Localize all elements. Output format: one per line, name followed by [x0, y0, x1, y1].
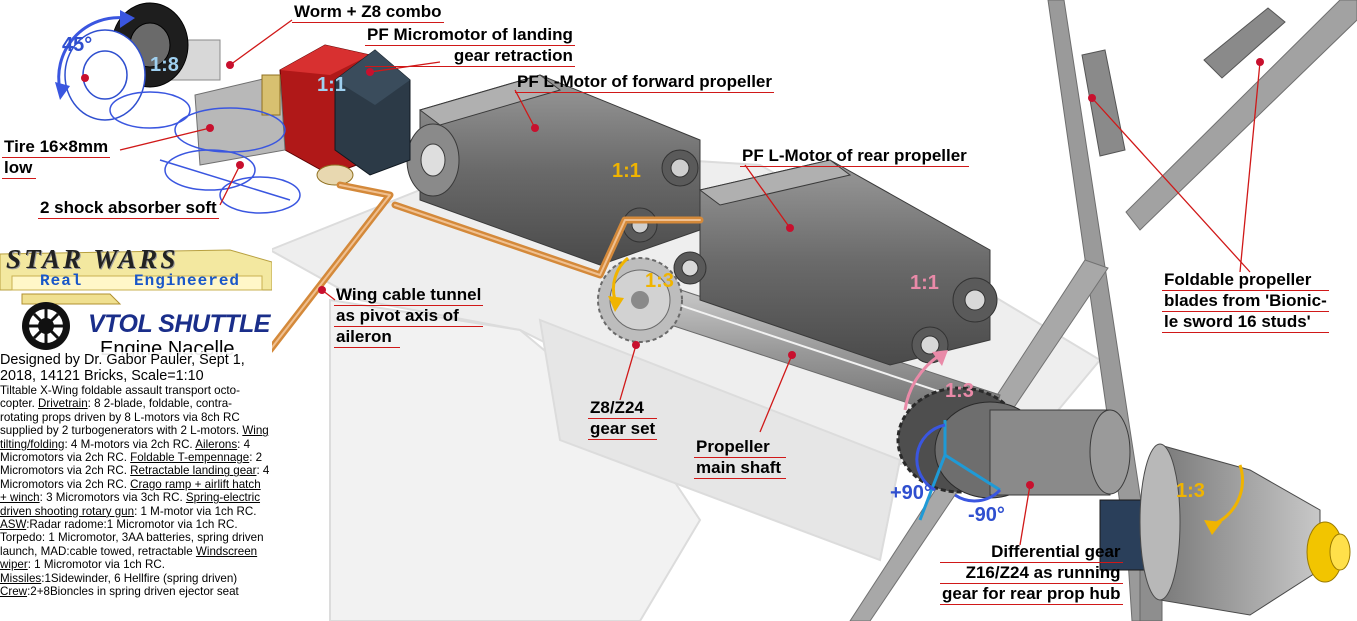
desc-item-crew: Crew:2+8Bioncles in spring driven ejecto…: [0, 585, 239, 598]
design-description: Designed by Dr. Gabor Pauler, Sept 1, 20…: [0, 352, 270, 599]
label-fwd-motor: PF L-Motor of forward propeller: [515, 72, 774, 93]
fwd-motor-ratio-label: 1:1: [612, 160, 641, 182]
desc-item-wing: Wing tilting/folding: 4 M-motors via 2ch…: [0, 424, 269, 450]
desc-item-heading: Crago ramp + airlift hatch + winch: [0, 477, 261, 505]
logo-star-wars: STAR WARS: [6, 244, 179, 274]
desc-item-heading: Ailerons: [195, 437, 238, 451]
label-wing-cable: Wing cable tunnel as pivot axis of ailer…: [334, 285, 484, 348]
angle-arcs: [55, 10, 1244, 535]
label-pf-micromotor: PF Micromotor of landing gear retraction: [365, 25, 575, 67]
label-tire-line2: low: [2, 158, 36, 179]
minus90-label: -90°: [968, 504, 1005, 526]
diff-ratio-label: 1:3: [945, 380, 974, 402]
desc-item-gun: Spring-electric driven shooting rotary g…: [0, 491, 260, 517]
label-z8-z24: Z8/Z24 gear set: [588, 398, 658, 440]
desc-item-text: : 1 M-motor via 1ch RC.: [134, 504, 257, 518]
desc-item-heading: Wing tilting/folding: [0, 424, 269, 451]
label-propeller-shaft: Propeller main shaft: [694, 437, 786, 479]
label-fwd-motor-text: PF L-Motor of forward propeller: [515, 72, 774, 93]
desc-item-text: :2+8Bioncles in spring driven ejector se…: [27, 585, 239, 599]
desc-item-text: : 2 Micromotors via 2ch RC.: [0, 451, 263, 478]
label-z8-line2: gear set: [588, 419, 658, 440]
label-cable-line2: as pivot axis of: [334, 306, 484, 327]
desc-item-heading: Foldable T-empennage: [130, 451, 250, 465]
logo-real: Real: [40, 272, 83, 290]
label-foldable-blades: Foldable propeller blades from 'Bionic- …: [1162, 270, 1329, 333]
differential-gear: [896, 386, 1131, 499]
label-differential-gear: Differential gear Z16/Z24 as running gea…: [940, 542, 1123, 605]
desc-item-text: :1Sidewinder, 6 Hellfire (spring driven): [41, 571, 238, 585]
desc-item-heading: ASW: [0, 518, 27, 532]
leader-lines: [119, 19, 1261, 546]
label-tire-line1: Tire 16×8mm: [2, 137, 111, 158]
description-intro: Tiltable X-Wing foldable assault transpo…: [0, 384, 240, 411]
cone-ratio-label: 1:3: [1176, 480, 1205, 502]
label-shaft-line2: main shaft: [694, 458, 786, 479]
tilt-angle-label: 45°: [62, 34, 93, 56]
logo-vtol-shuttle: VTOL SHUTTLE: [88, 310, 270, 338]
designer-credit: Designed by Dr. Gabor Pauler, Sept 1, 20…: [0, 352, 245, 384]
desc-item-ramp: Crago ramp + airlift hatch + winch: 3 Mi…: [0, 478, 261, 504]
shock-absorbers: [109, 91, 301, 214]
label-diff-line3: gear for rear prop hub: [940, 584, 1123, 605]
label-pf-micromotor-line2: gear retraction: [365, 46, 575, 67]
desc-item-heading: Retractable landing gear: [130, 464, 257, 478]
label-cable-line3: aileron: [334, 327, 400, 348]
pf-micromotor: [279, 44, 411, 176]
desc-item-heading: Missiles: [0, 571, 42, 585]
label-diff-line1: Differential gear: [940, 542, 1123, 563]
label-shaft-line1: Propeller: [694, 437, 786, 458]
desc-item-heading: Crew: [0, 585, 28, 599]
label-tire: Tire 16×8mm low: [2, 137, 111, 179]
description-body: Tiltable X-Wing foldable assault transpo…: [0, 384, 270, 599]
desc-item-text: :Radar radome:1 Micromotor via 1ch RC. T…: [0, 518, 264, 558]
desc-item-heading: Windscreen wiper: [0, 544, 258, 572]
desc-item-text: : 1 Micromotor via 1ch RC.: [27, 558, 165, 572]
label-blades-line1: Foldable propeller: [1162, 270, 1329, 291]
desc-item-drivetrain: Drivetrain: 8 2-blade, foldable, contra-…: [0, 397, 240, 437]
logo-engineered: Engineered: [134, 272, 241, 290]
star-wars-logo: STAR WARS Real Engineered VTOL SHUTTLE E…: [0, 244, 273, 360]
label-cable-line1: Wing cable tunnel: [334, 285, 484, 306]
plus90-label: +90°: [890, 482, 932, 504]
desc-item-wiper: Windscreen wiper: 1 Micromotor via 1ch R…: [0, 545, 257, 571]
desc-item-text: : 8 2-blade, foldable, contra-rotating p…: [0, 397, 240, 438]
label-pf-micromotor-line1: PF Micromotor of landing: [365, 25, 575, 46]
wing-cable-tunnel: [266, 181, 704, 354]
desc-item-heading: Spring-electric driven shooting rotary g…: [0, 491, 261, 518]
desc-item-missiles: Missiles:1Sidewinder, 6 Hellfire (spring…: [0, 572, 237, 585]
desc-item-ailerons: Ailerons: 4 Micromotors via 2ch RC.: [0, 438, 250, 464]
desc-item-text: : 4 Micromotors via 2ch RC.: [0, 464, 270, 491]
desc-item-empennage: Foldable T-empennage: 2 Micromotors via …: [0, 451, 262, 477]
label-z8-line1: Z8/Z24: [588, 398, 658, 419]
label-worm-combo: Worm + Z8 combo: [292, 2, 444, 23]
label-rear-motor: PF L-Motor of rear propeller: [740, 146, 969, 167]
desc-item-landing-gear: Retractable landing gear: 4 Micromotors …: [0, 464, 269, 490]
label-worm-text: Worm + Z8 combo: [292, 2, 444, 23]
landing-ratio-label: 1:8: [150, 54, 179, 76]
micromotor-ratio-label: 1:1: [317, 74, 346, 96]
logo-graphic: [0, 244, 273, 354]
pointer-dots: [81, 58, 1264, 489]
label-rear-motor-text: PF L-Motor of rear propeller: [740, 146, 969, 167]
desc-item-text: : 4 Micromotors via 2ch RC.: [0, 437, 251, 465]
rear-motor-ratio-label: 1:1: [910, 272, 939, 294]
desc-item-text: : 4 M-motors via 2ch RC.: [64, 437, 193, 451]
label-blades-line3: le sword 16 studs': [1162, 312, 1329, 333]
rear-prop-hub: [1099, 443, 1351, 616]
label-shock-absorber: 2 shock absorber soft: [38, 198, 219, 219]
desc-item-text: : 3 Micromotors via 3ch RC.: [39, 491, 183, 505]
desc-item-asw: ASW:Radar radome:1 Micromotor via 1ch RC…: [0, 518, 264, 558]
label-shock-text: 2 shock absorber soft: [38, 198, 219, 219]
label-diff-line2: Z16/Z24 as running: [940, 563, 1123, 584]
rear-l-motor: [673, 159, 998, 366]
landing-tire: [64, 2, 189, 121]
label-blades-line2: blades from 'Bionic-: [1162, 291, 1329, 312]
desc-item-heading: Drivetrain: [38, 397, 88, 411]
z8-z24-gear-set: [597, 257, 683, 343]
z8-ratio-label: 1:3: [645, 270, 674, 292]
